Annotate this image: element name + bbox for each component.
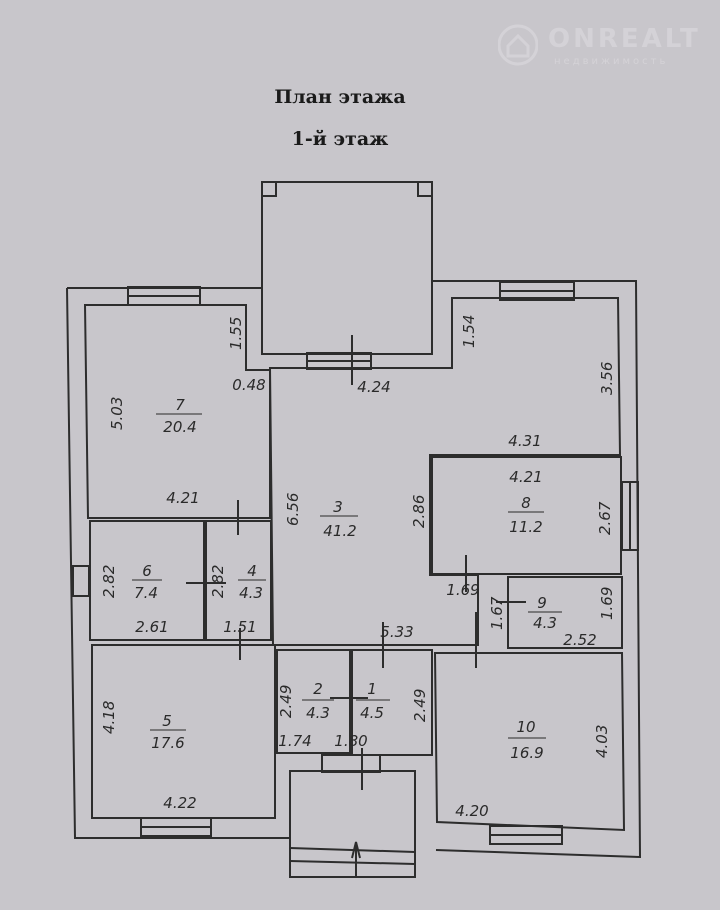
room-3-walls — [268, 297, 622, 646]
room-labels: 7 20.4 3 41.2 8 11.2 9 4.3 6 7.4 4 4.3 5… — [132, 396, 562, 762]
room-6-walls — [89, 520, 205, 641]
svg-text:4.18: 4.18 — [100, 701, 118, 734]
svg-text:2.82: 2.82 — [100, 565, 118, 598]
svg-text:4.24: 4.24 — [357, 378, 390, 396]
watermark-brand: ONREALT — [548, 24, 701, 54]
doors — [186, 335, 526, 790]
room-9-walls — [507, 576, 623, 649]
room-10-area: 16.9 — [510, 744, 543, 762]
plan-title: План этажа — [274, 86, 406, 108]
room-9-number: 9 — [537, 594, 547, 612]
svg-text:5.33: 5.33 — [380, 623, 413, 641]
svg-text:1.67: 1.67 — [488, 596, 506, 630]
room-9-area: 4.3 — [533, 614, 557, 632]
svg-text:2.49: 2.49 — [277, 685, 295, 718]
svg-text:2.61: 2.61 — [135, 618, 168, 636]
room-8-walls — [431, 456, 622, 575]
room-7-area: 20.4 — [163, 418, 196, 436]
porch-post — [417, 181, 433, 197]
svg-text:4.03: 4.03 — [593, 725, 611, 758]
room-1-walls — [351, 649, 433, 756]
svg-text:4.22: 4.22 — [163, 794, 196, 812]
dimension-labels: 5.03 4.21 1.55 0.48 4.24 6.56 5.33 2.86 … — [100, 315, 616, 820]
watermark-subtitle: недвижимость — [554, 56, 669, 67]
svg-text:2.52: 2.52 — [563, 631, 596, 649]
room-2-area: 4.3 — [306, 704, 330, 722]
svg-text:2.67: 2.67 — [596, 501, 614, 535]
svg-text:1.69: 1.69 — [598, 587, 616, 620]
room-10-number: 10 — [516, 718, 535, 736]
room-5-number: 5 — [162, 712, 172, 730]
step — [289, 847, 416, 853]
svg-text:4.21: 4.21 — [509, 468, 542, 486]
top-porch — [261, 181, 433, 355]
room-3-number: 3 — [333, 498, 343, 516]
svg-text:3.56: 3.56 — [598, 362, 616, 395]
room-4-number: 4 — [247, 562, 257, 580]
svg-text:1.74: 1.74 — [278, 732, 311, 750]
room-8-area: 11.2 — [509, 518, 542, 536]
svg-text:1.69: 1.69 — [446, 581, 479, 599]
vestibule — [321, 754, 381, 773]
room-5-walls — [91, 644, 276, 819]
room-8-number: 8 — [521, 494, 531, 512]
svg-text:1.80: 1.80 — [334, 732, 367, 750]
room-6-number: 6 — [142, 562, 152, 580]
svg-text:1.54: 1.54 — [460, 315, 478, 348]
svg-text:5.03: 5.03 — [108, 397, 126, 430]
room-6-area: 7.4 — [134, 584, 158, 602]
porch-post — [261, 181, 277, 197]
entrance-porch — [289, 770, 416, 878]
room-10-walls — [433, 652, 626, 832]
room-2-number: 2 — [313, 680, 323, 698]
svg-text:6.56: 6.56 — [284, 493, 302, 526]
windows — [72, 281, 639, 845]
room-3-area: 41.2 — [323, 522, 356, 540]
room-1-number: 1 — [367, 680, 377, 698]
svg-text:4.31: 4.31 — [508, 432, 541, 450]
entrance-arrow-icon — [351, 841, 361, 877]
svg-text:1.51: 1.51 — [223, 618, 256, 636]
room-2-walls — [276, 649, 351, 754]
floor-label: 1-й этаж — [291, 128, 389, 150]
svg-text:4.20: 4.20 — [455, 802, 488, 820]
svg-text:4.21: 4.21 — [166, 489, 199, 507]
room-1-area: 4.5 — [360, 704, 384, 722]
svg-text:2.49: 2.49 — [411, 689, 429, 722]
step — [289, 860, 416, 865]
room-7-number: 7 — [175, 396, 185, 414]
svg-text:1.55: 1.55 — [227, 317, 245, 350]
svg-text:0.48: 0.48 — [232, 376, 265, 394]
room-4-area: 4.3 — [239, 584, 263, 602]
svg-text:2.86: 2.86 — [410, 495, 428, 528]
house-pin-icon — [498, 24, 538, 66]
room-5-area: 17.6 — [151, 734, 184, 752]
svg-text:2.82: 2.82 — [209, 565, 227, 598]
